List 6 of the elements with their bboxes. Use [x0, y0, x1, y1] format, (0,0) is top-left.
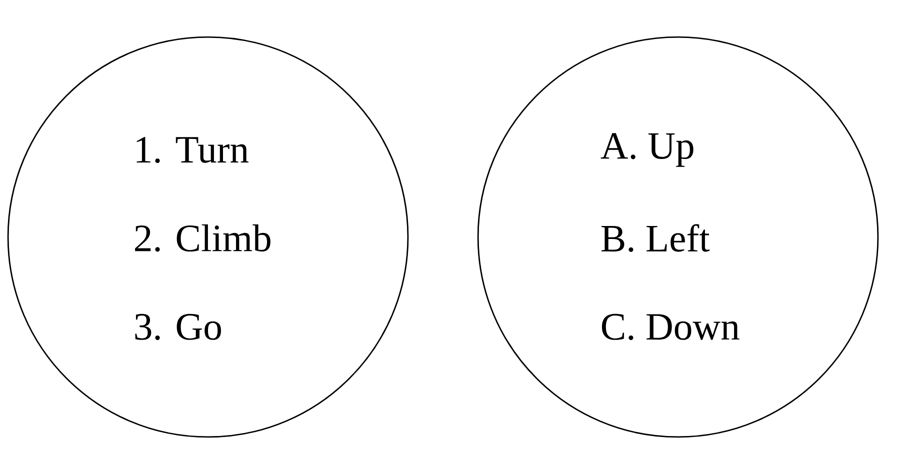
list-item: A. Up — [600, 133, 694, 167]
list-item: C. Down — [602, 314, 740, 340]
list-item: 3. Go — [135, 314, 221, 340]
list-item: 2. Climb — [135, 224, 270, 252]
list-item: B. Left — [601, 224, 710, 252]
list-item: 1. Turn — [136, 136, 248, 164]
